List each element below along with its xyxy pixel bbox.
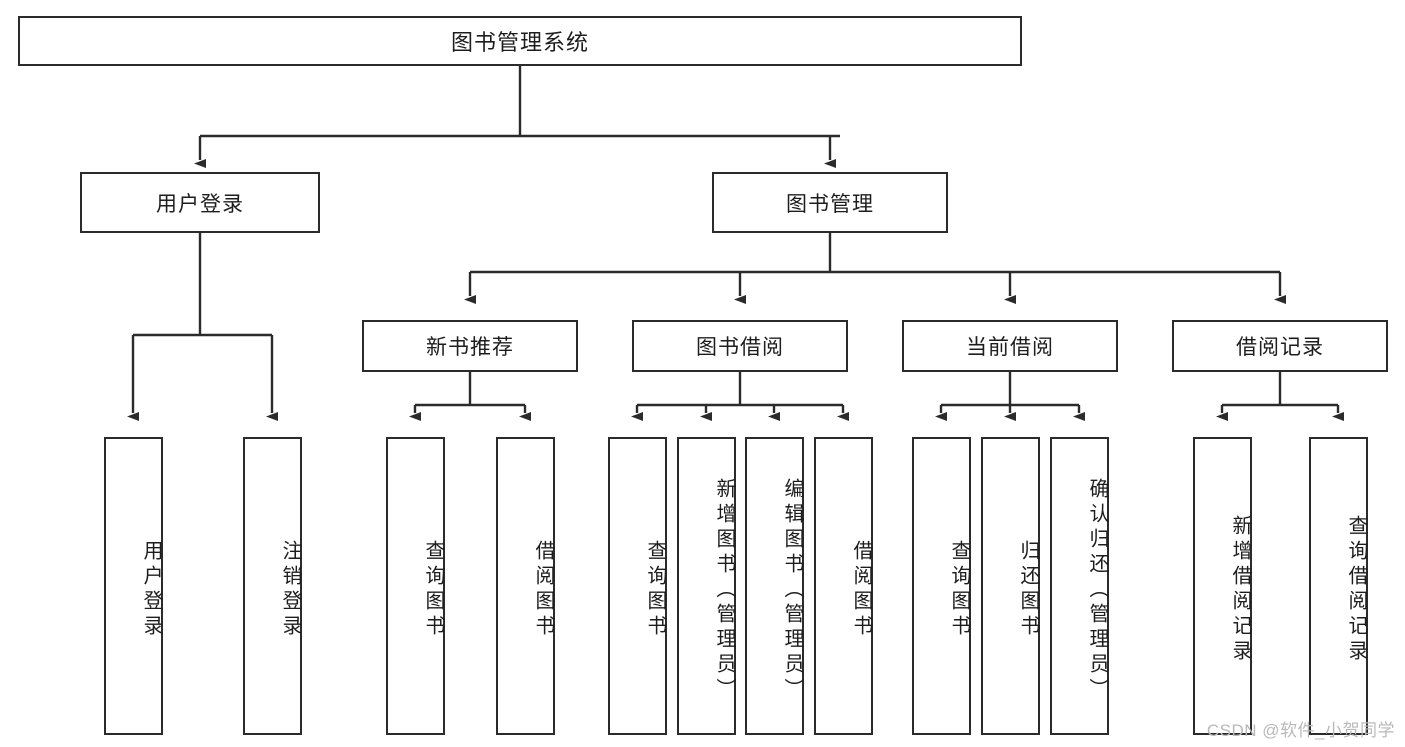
leaf-confirm-return-admin[interactable]: 确认归还（管理员） (1050, 437, 1109, 735)
watermark: CSDN @软件_小贺同学 (1206, 721, 1395, 740)
node-user-login[interactable]: 用户登录 (80, 172, 320, 233)
node-borrow-record[interactable]: 借阅记录 (1172, 320, 1388, 372)
leaf-user-login[interactable]: 用户登录 (104, 437, 163, 735)
leaf-borrow-book-recommend[interactable]: 借阅图书 (496, 437, 555, 735)
node-book-borrow[interactable]: 图书借阅 (632, 320, 848, 372)
leaf-query-borrow-record[interactable]: 查询借阅记录 (1309, 437, 1368, 735)
leaf-add-book-admin[interactable]: 新增图书（管理员） (677, 437, 736, 735)
node-current-borrow[interactable]: 当前借阅 (902, 320, 1118, 372)
leaf-return-book[interactable]: 归还图书 (981, 437, 1040, 735)
node-new-book-recommend[interactable]: 新书推荐 (362, 320, 578, 372)
leaf-query-book-borrow[interactable]: 查询图书 (608, 437, 667, 735)
node-book-management[interactable]: 图书管理 (712, 172, 948, 233)
leaf-edit-book-admin[interactable]: 编辑图书（管理员） (745, 437, 804, 735)
leaf-add-borrow-record[interactable]: 新增借阅记录 (1193, 437, 1252, 735)
leaf-user-logout[interactable]: 注销登录 (243, 437, 302, 735)
leaf-query-book-recommend[interactable]: 查询图书 (386, 437, 445, 735)
leaf-borrow-book[interactable]: 借阅图书 (814, 437, 873, 735)
node-root-system[interactable]: 图书管理系统 (18, 16, 1022, 66)
leaf-query-book-current[interactable]: 查询图书 (912, 437, 971, 735)
